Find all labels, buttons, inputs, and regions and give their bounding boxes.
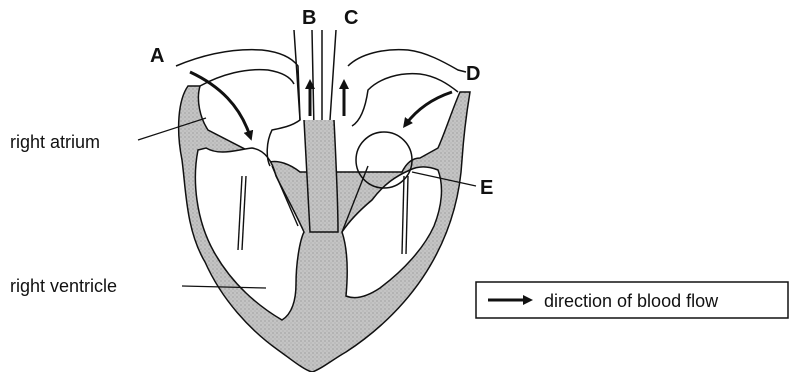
label-c: C: [344, 7, 358, 29]
label-right-ventricle: right ventricle: [10, 276, 117, 296]
label-b: B: [302, 7, 316, 29]
legend-text: direction of blood flow: [544, 291, 719, 311]
label-a: A: [150, 45, 164, 67]
atrium-a-inner: [200, 70, 294, 86]
atrium-d-wall: [348, 50, 466, 126]
label-right-atrium: right atrium: [10, 132, 100, 152]
flow-arrow-d: [406, 92, 452, 124]
label-d: D: [466, 63, 480, 85]
legend: direction of blood flow: [476, 282, 788, 318]
septum: [304, 120, 338, 232]
label-e: E: [480, 177, 493, 199]
